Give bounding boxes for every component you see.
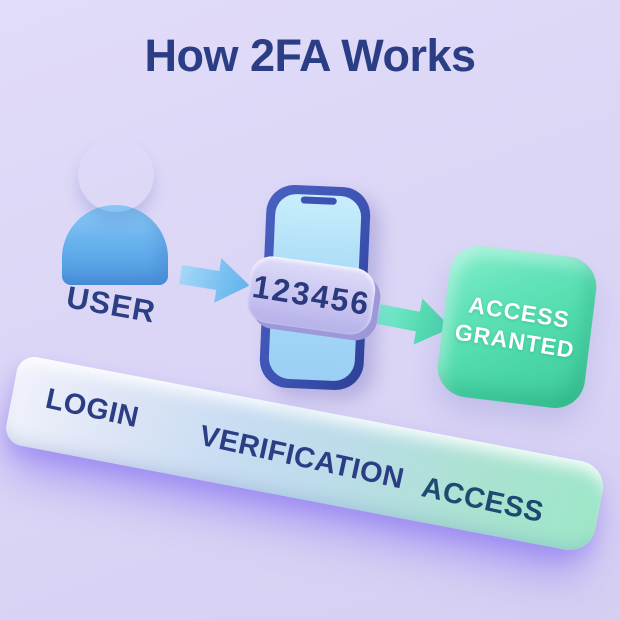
arrow-right-icon: [177, 251, 254, 309]
user-head-icon: [78, 138, 154, 212]
access-granted-cube-icon: ACCESS GRANTED: [432, 240, 602, 413]
bar-label-access: ACCESS: [418, 471, 547, 530]
otp-code-text: 123456: [249, 267, 373, 323]
bar-label-login: LOGIN: [42, 382, 142, 435]
bar-label-verification: VERIFICATION: [196, 419, 408, 496]
cube-label: ACCESS GRANTED: [432, 240, 602, 413]
user-body-icon: [62, 205, 168, 285]
page-title: How 2FA Works: [144, 30, 476, 81]
user-figure-icon: [62, 138, 168, 288]
